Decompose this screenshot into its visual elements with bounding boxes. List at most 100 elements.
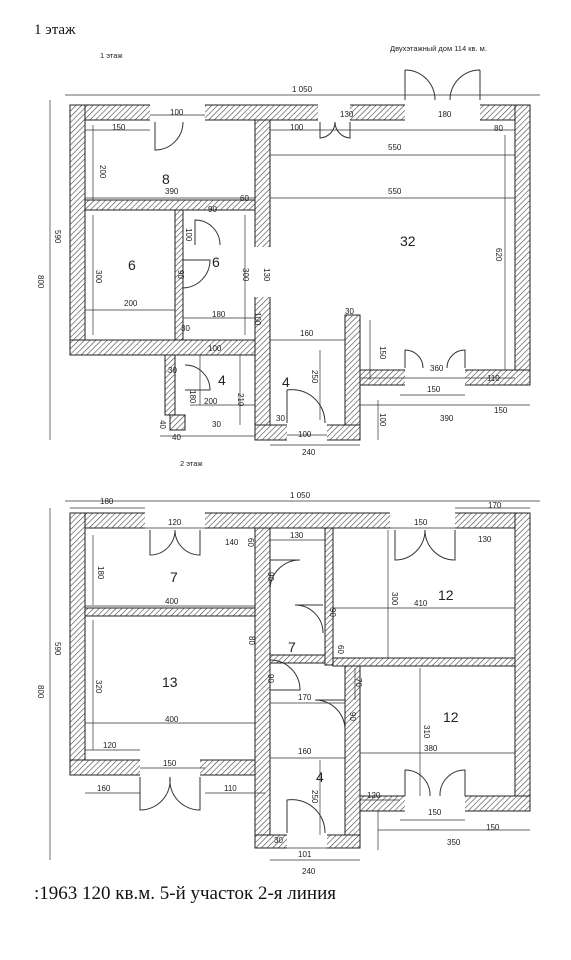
room-32: 32: [400, 233, 416, 249]
dimension-label: 550: [388, 187, 402, 196]
dimension-label: 30: [212, 420, 221, 429]
dimension-label: 100: [298, 430, 312, 439]
dimension-label: 30: [168, 366, 177, 375]
dimension-label: 410: [414, 599, 428, 608]
dim-left-height-2: 590: [53, 642, 62, 656]
dimension-label: 150: [112, 123, 126, 132]
dimension-label: 100: [170, 108, 184, 117]
dimension-label: 40: [158, 420, 167, 429]
dimension-label: 200: [124, 299, 138, 308]
dim-total-height: 800: [36, 275, 45, 289]
dimension-label: 30: [274, 836, 283, 845]
dimension-label: 300: [94, 270, 103, 284]
floor-2-subtitle: 2 этаж: [180, 459, 202, 468]
room-6-left: 6: [128, 257, 136, 273]
dimension-label: 30: [345, 307, 354, 316]
room-6-right: 6: [212, 254, 220, 270]
dimension-label: 130: [340, 110, 354, 119]
room-4-right: 4: [282, 374, 290, 390]
room-8: 8: [162, 171, 170, 187]
dimension-label: 550: [388, 143, 402, 152]
floor-1-subtitle: 1 этаж: [100, 51, 122, 60]
room-12-top: 12: [438, 587, 454, 603]
dimension-label: 100: [253, 312, 262, 326]
dimension-label: 160: [300, 329, 314, 338]
page-title: 1 этаж: [34, 22, 76, 38]
dimension-label: 90: [176, 270, 185, 279]
dimension-label: 150: [414, 518, 428, 527]
dimension-label: 400: [165, 597, 179, 606]
dimension-label: 120: [367, 791, 381, 800]
dimension-label: 90: [328, 608, 337, 617]
dimension-label: 30: [276, 414, 285, 423]
dimension-label: 180: [212, 310, 226, 319]
dimension-label: 60: [336, 645, 345, 654]
floor-1-dimensions: 1 050 800 590 100 150 200 390 60 90 100 …: [36, 85, 508, 457]
floor-1-dimension-lines: [49, 94, 540, 446]
listing-caption: :1963 120 кв.м. 5-й участок 2-я линия: [34, 883, 336, 904]
dimension-label: 200: [98, 165, 107, 179]
floor-2-dimensions: 1 050 800 590 180 170 120 140 60 180 400…: [36, 491, 502, 876]
dimension-label: 170: [298, 693, 312, 702]
dimension-label: 130: [290, 531, 304, 540]
dimension-label: 250: [310, 790, 319, 804]
dimension-label: 30: [181, 324, 190, 333]
dimension-label: 100: [184, 228, 193, 242]
dimension-label: 620: [494, 248, 503, 262]
dimension-label: 120: [168, 518, 182, 527]
dimension-label: 150: [427, 385, 441, 394]
dimension-label: 170: [488, 501, 502, 510]
floor-2-plan: 2 этаж: [36, 459, 540, 876]
dimension-label: 180: [438, 110, 452, 119]
floor-2-doors: [139, 529, 466, 834]
dimension-label: 90: [266, 674, 275, 683]
floor-2-openings: [140, 511, 465, 850]
dimension-label: 100: [378, 413, 387, 427]
dimension-label: 60: [246, 538, 255, 547]
room-13: 13: [162, 674, 178, 690]
dim-total-width-2: 1 050: [290, 491, 311, 500]
dimension-label: 120: [103, 741, 117, 750]
dimension-label: 150: [428, 808, 442, 817]
room-4-left: 4: [218, 372, 226, 388]
dimension-label: 160: [298, 747, 312, 756]
dimension-label: 100: [208, 344, 222, 353]
dimension-label: 300: [241, 268, 250, 282]
room-12-bottom: 12: [443, 709, 459, 725]
dimension-label: 250: [310, 370, 319, 384]
dimension-label: 40: [172, 433, 181, 442]
dimension-label: 100: [290, 123, 304, 132]
dimension-label: 110: [224, 784, 237, 793]
dimension-label: 60: [240, 194, 249, 203]
dimension-label: 70: [354, 678, 363, 687]
dimension-label: 101: [298, 850, 312, 859]
dimension-label: 320: [94, 680, 103, 694]
dimension-label: 380: [424, 744, 438, 753]
room-4-stair: 4: [316, 769, 324, 785]
dim-total-width: 1 050: [292, 85, 313, 94]
dimension-label: 110: [487, 374, 500, 383]
dimension-label: 80: [247, 636, 256, 645]
dim-total-height-2: 800: [36, 685, 45, 699]
floor-2-dimension-lines: [49, 500, 540, 861]
dimension-label: 150: [494, 406, 508, 415]
dimension-label: 210: [236, 393, 245, 407]
dimension-label: 80: [494, 124, 503, 133]
dimension-label: 390: [165, 187, 179, 196]
dimension-label: 200: [204, 397, 218, 406]
dimension-label: 180: [96, 566, 105, 580]
dimension-label: 90: [266, 572, 275, 581]
dim-left-height: 590: [53, 230, 62, 244]
dimension-label: 240: [302, 867, 316, 876]
dimension-label: 150: [378, 346, 387, 360]
dimension-label: 160: [97, 784, 111, 793]
dimension-label: 180: [100, 497, 114, 506]
floor-1-plan: 1 этаж Двухэтажный дом 114 кв. м.: [36, 44, 540, 457]
dimension-label: 360: [430, 364, 444, 373]
dimension-label: 90: [208, 205, 217, 214]
dimension-label: 150: [163, 759, 177, 768]
dimension-label: 390: [440, 414, 454, 423]
dimension-label: 150: [486, 823, 500, 832]
room-7-hall: 7: [288, 639, 296, 655]
